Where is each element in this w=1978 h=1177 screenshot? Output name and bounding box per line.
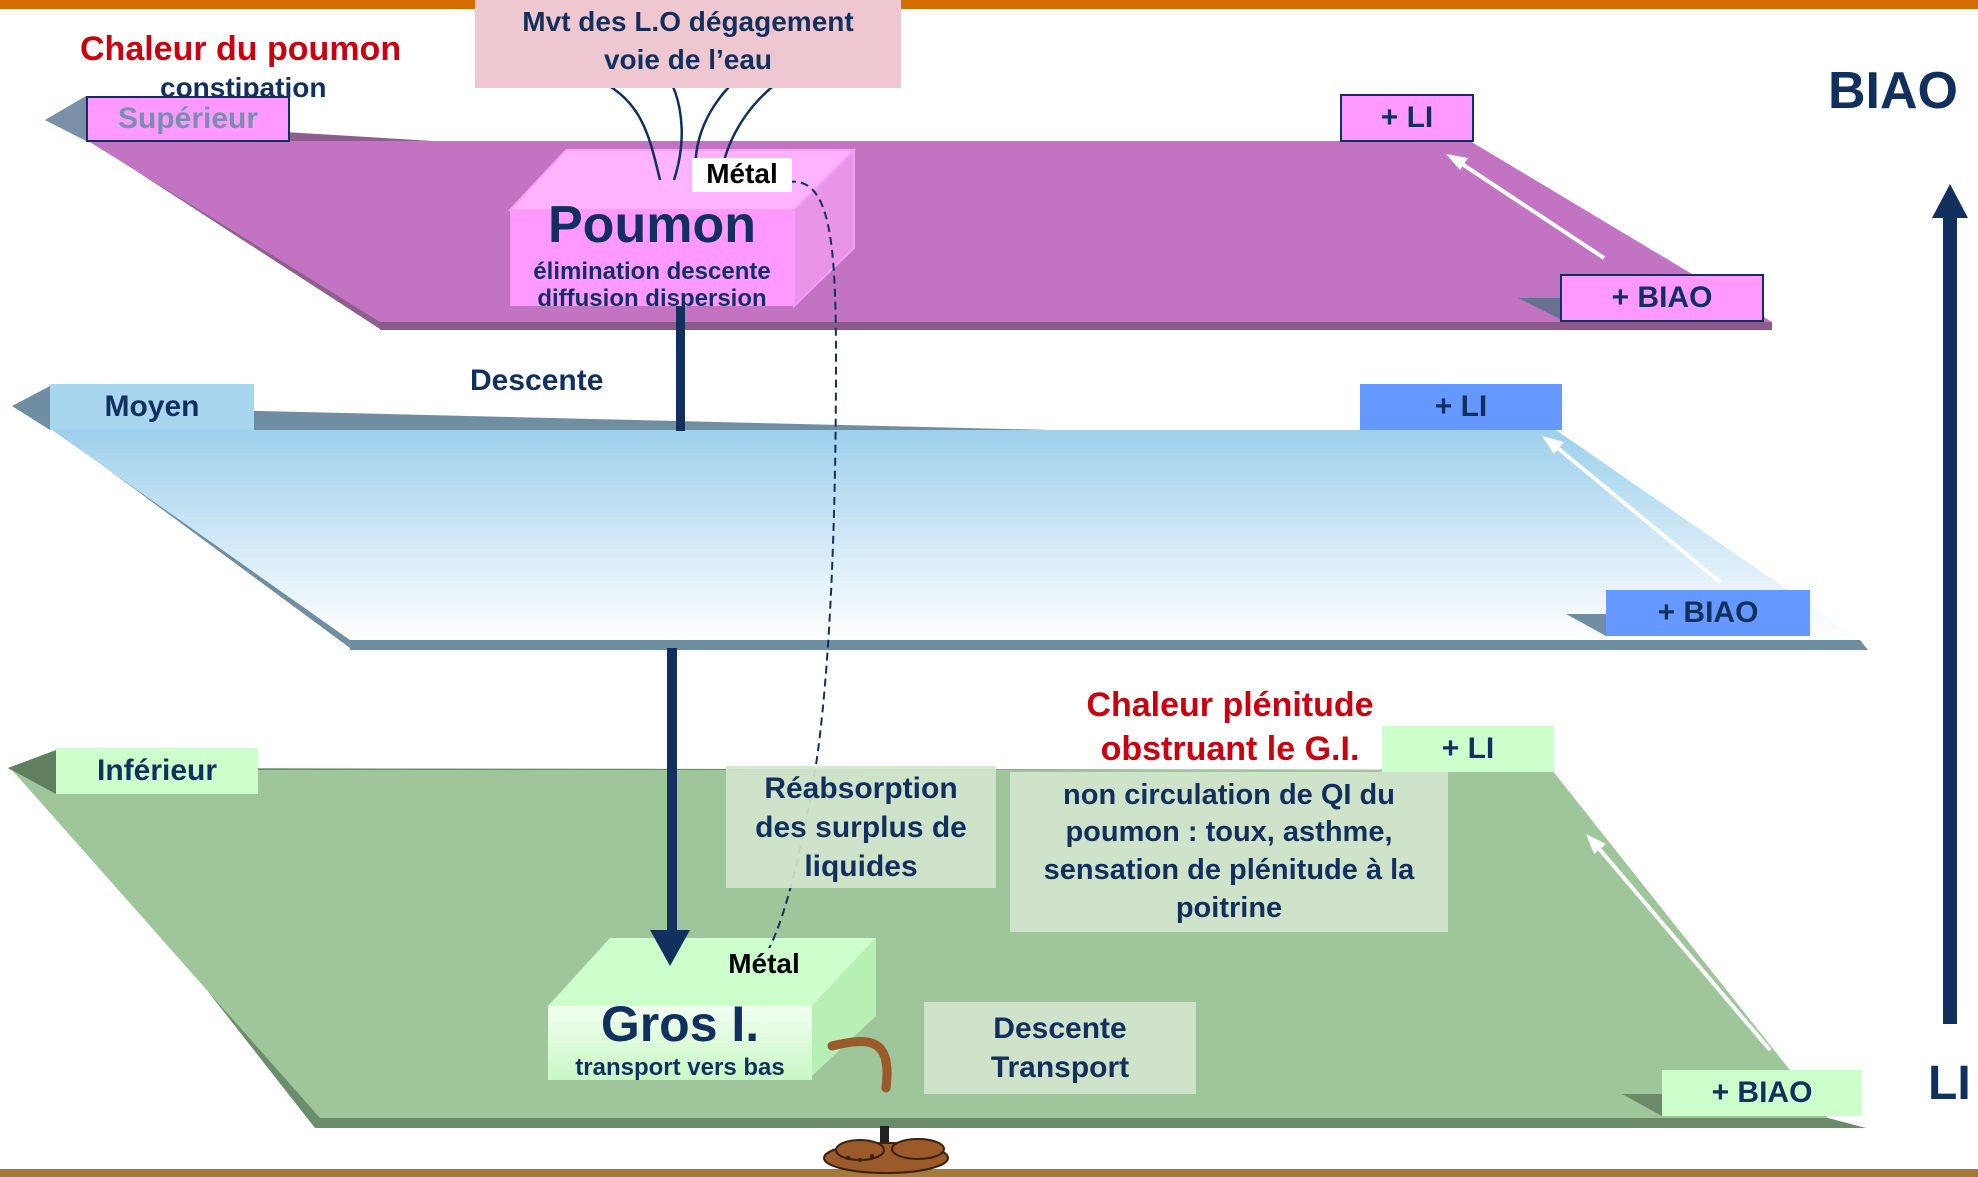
heat-title: Chaleur du poumon: [80, 30, 402, 68]
movement-box: [475, 0, 901, 88]
axis-top-label: BIAO: [1828, 62, 1958, 120]
moyen-white-arrowhead: [1542, 436, 1564, 454]
inferieur-white-arrowhead: [1586, 834, 1606, 854]
gros-intestin-function: transport vers bas: [575, 1054, 785, 1081]
tag-superieur-li: + LI: [1340, 94, 1474, 142]
plenitude-line2: poumon : toux, asthme,: [1065, 816, 1393, 849]
plenitude-title-line1: Chaleur plénitude: [1086, 686, 1374, 724]
tag-inferieur-label: Inférieur: [96, 754, 218, 787]
reabsorption-line3: liquides: [804, 849, 918, 883]
tag-inferieur: Inférieur: [56, 748, 258, 794]
tag-moyen-li: + LI: [1360, 384, 1562, 430]
moyen-white-arrow: [1546, 438, 1722, 584]
tag-inferieur-li: + LI: [1382, 726, 1554, 772]
descente-transport-line1: Descente: [993, 1012, 1127, 1045]
poumon-function-line1: élimination descente: [533, 258, 771, 285]
stool-stem: [880, 1126, 889, 1152]
moyen-biao-shadow: [1566, 614, 1606, 636]
reabsorption-box: Réabsorption des surplus de liquides: [726, 766, 996, 888]
descente-transport-line2: Transport: [990, 1051, 1130, 1084]
tag-superieur: Supérieur: [86, 96, 290, 142]
stool-icon: [823, 1138, 949, 1174]
superieur-tag-shadow: [45, 96, 86, 141]
tag-inferieur-biao: + BIAO: [1662, 1070, 1862, 1116]
moyen-descent-bar: [667, 648, 677, 936]
reabsorption-line1: Réabsorption: [764, 771, 958, 805]
moyen-plane: [12, 406, 1868, 650]
plenitude-box: non circulation de QI du poumon : toux, …: [1010, 772, 1448, 932]
axis-shaft: [1943, 208, 1957, 1024]
top-frame-line: [0, 0, 1978, 9]
tag-moyen-label: Moyen: [104, 390, 200, 423]
plenitude-line1: non circulation de QI du: [1063, 778, 1395, 811]
tag-superieur-li-label: + LI: [1380, 101, 1434, 134]
tag-inferieur-li-label: + LI: [1441, 732, 1495, 765]
tag-moyen-biao: + BIAO: [1606, 590, 1810, 636]
gros-intestin-element-tag: Métal: [718, 948, 810, 982]
tag-moyen-biao-label: + BIAO: [1657, 596, 1759, 629]
inferieur-tag-shadow: [8, 750, 56, 794]
poumon-name: Poumon: [548, 196, 756, 254]
poumon-function-line2: diffusion dispersion: [537, 285, 767, 312]
poumon-element-tag: Métal: [692, 158, 792, 192]
poumon-cube: [507, 147, 857, 309]
tag-moyen: Moyen: [50, 384, 254, 430]
superieur-white-arrow: [1448, 154, 1606, 260]
superieur-white-arrowhead: [1446, 154, 1468, 170]
tag-superieur-biao-label: + BIAO: [1611, 281, 1713, 314]
hook-icon: [827, 1037, 892, 1093]
poumon-descent-bar: [676, 306, 685, 431]
superieur-plane: [45, 120, 1772, 330]
movement-line2: voie de l’eau: [603, 44, 773, 75]
reabsorption-line2: des surplus de: [755, 810, 967, 844]
axis-bottom-label: LI: [1928, 1057, 1971, 1110]
tag-inferieur-biao-label: + BIAO: [1711, 1076, 1813, 1109]
inferieur-biao-shadow: [1622, 1094, 1662, 1116]
movement-line1: Mvt des L.O dégagement: [522, 6, 854, 37]
plenitude-line3: sensation de plénitude à la: [1043, 854, 1415, 886]
plenitude-title-line2: obstruant le G.I.: [1100, 730, 1360, 768]
tag-superieur-label: Supérieur: [117, 102, 259, 135]
axis-arrowhead: [1932, 184, 1968, 218]
descente-label: Descente: [470, 364, 604, 397]
plenitude-line4: poitrine: [1175, 891, 1283, 924]
descente-transport-box: Descente Transport: [924, 1002, 1196, 1094]
tag-moyen-li-label: + LI: [1434, 390, 1488, 423]
gros-intestin-arrowhead: [650, 930, 690, 966]
gros-intestin-name: Gros I.: [600, 996, 760, 1052]
bottom-frame-line: [0, 1169, 1978, 1177]
tag-superieur-biao: + BIAO: [1560, 274, 1764, 322]
inferieur-white-arrow: [1588, 836, 1772, 1052]
moyen-tag-shadow: [12, 386, 50, 430]
superieur-biao-shadow: [1518, 298, 1562, 320]
